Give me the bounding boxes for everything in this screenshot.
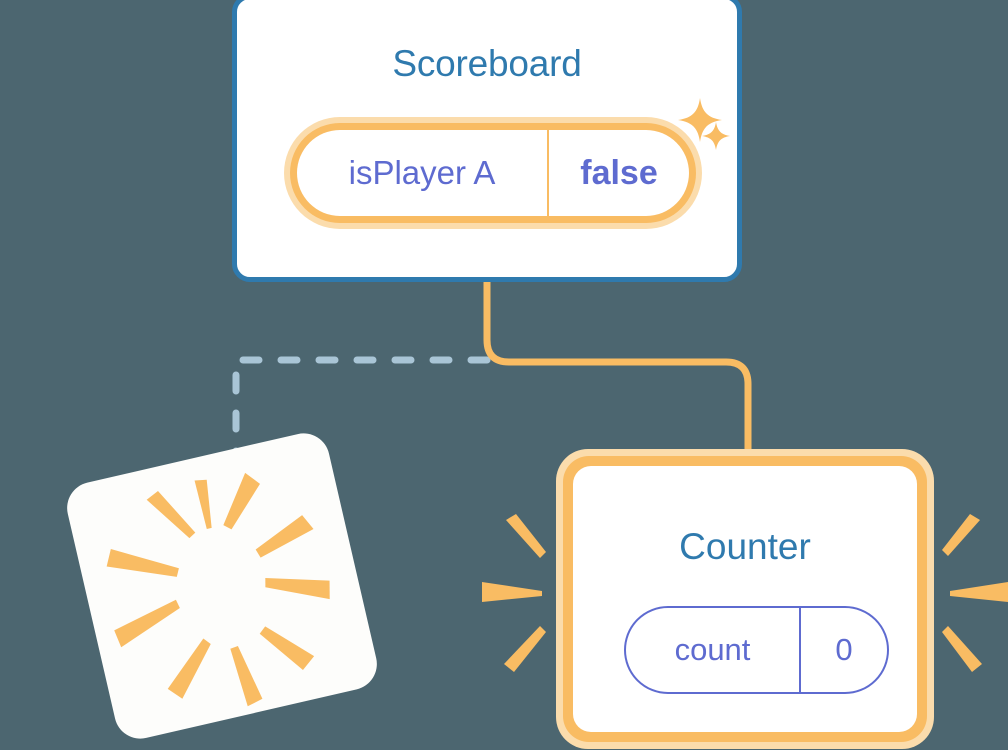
connector-scoreboard-to-counter xyxy=(483,282,752,460)
scoreboard-prop-pill-face: isPlayer A false xyxy=(297,130,689,216)
ghost-card-removed[interactable] xyxy=(61,428,383,744)
card-counter[interactable]: Counter count 0 xyxy=(556,449,934,749)
counter-prop-value: 0 xyxy=(835,632,853,667)
counter-prop-key: count xyxy=(626,608,801,692)
counter-card-face: Counter count 0 xyxy=(573,466,917,732)
scoreboard-prop-pill[interactable]: isPlayer A false xyxy=(284,117,702,229)
sparkle-small-icon xyxy=(702,122,730,150)
scoreboard-prop-pill-ring: isPlayer A false xyxy=(290,123,696,223)
scoreboard-title: Scoreboard xyxy=(392,43,582,84)
sparkle-large-icon xyxy=(678,98,722,142)
scoreboard-prop-value: false xyxy=(580,153,658,192)
counter-card-ring: Counter count 0 xyxy=(563,456,927,742)
counter-prop-pill[interactable]: count 0 xyxy=(624,606,889,694)
counter-left-rays-icon xyxy=(482,514,546,672)
scoreboard-prop-key: isPlayer A xyxy=(297,130,549,216)
counter-title: Counter xyxy=(679,526,811,567)
card-scoreboard[interactable]: Scoreboard isPlayer A false xyxy=(232,0,742,282)
counter-right-rays-icon xyxy=(942,514,1008,672)
burst-icon xyxy=(106,472,330,707)
